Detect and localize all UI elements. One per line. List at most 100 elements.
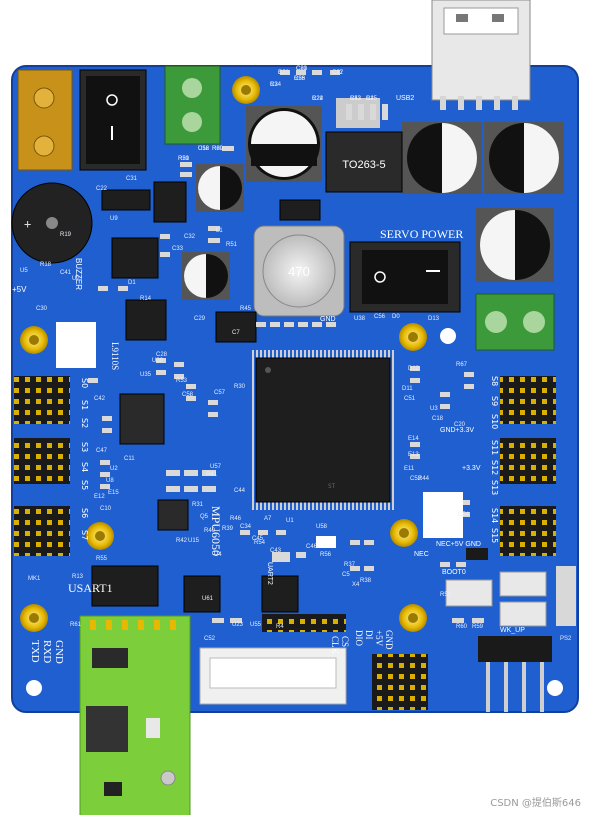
ref-designator: E15	[108, 490, 119, 496]
regulator-to263: TO263-5	[325, 98, 403, 193]
ref-designator: D12	[408, 366, 420, 372]
ref-designator: U2	[110, 466, 118, 472]
servo-s7: S7	[80, 530, 89, 540]
terminal-block-top	[164, 65, 221, 145]
ref-designator: C27	[332, 70, 344, 76]
ref-designator: C57	[214, 390, 226, 396]
ref-designator: E12	[94, 494, 105, 500]
ref-designator: U57	[210, 464, 222, 470]
mpu-label: MPU6050	[209, 506, 223, 556]
usart1-label: USART1	[68, 581, 113, 595]
ref-designator: U56	[198, 146, 210, 152]
ref-designator: R37	[344, 562, 356, 568]
ref-designator: C30	[36, 306, 48, 312]
servo-s13: S13	[490, 480, 499, 495]
servo-power-label: SERVO POWER	[380, 227, 463, 241]
ref-designator: R30	[234, 384, 246, 390]
ref-designator: U4	[214, 552, 222, 558]
power-switch	[79, 69, 147, 171]
ref-designator: E14	[408, 436, 419, 442]
pin-cs-label: CS	[340, 636, 350, 647]
buzzer-label: BUZZER	[74, 258, 83, 290]
servo-header-right	[500, 376, 556, 556]
ref-designator: C12	[198, 146, 210, 152]
support-ics	[91, 181, 321, 613]
ref-designator: C42	[94, 396, 106, 402]
nec-label: NEC	[414, 551, 429, 558]
ref-designator: U61	[202, 596, 214, 602]
pin-txd-label: TXD	[29, 640, 41, 663]
ref-designator: R25	[366, 96, 378, 102]
coxa-left-label: Coxa	[58, 325, 85, 337]
ref-designator: R14	[140, 296, 152, 302]
ref-designator: U2	[72, 276, 80, 282]
ref-designator: U38	[354, 316, 366, 322]
ref-designator: R54	[254, 540, 266, 546]
ref-designator: C54	[458, 512, 470, 518]
ref-designator: R4	[276, 624, 284, 630]
servo-s5: S5	[80, 480, 89, 490]
ref-designator: R53	[176, 378, 188, 384]
servo-s0: S0	[80, 378, 89, 388]
ref-designator: R69	[212, 146, 224, 152]
ref-designator: C7	[232, 330, 240, 336]
inductor-470: 470	[253, 225, 345, 317]
l9110-label: L9110S	[110, 342, 120, 370]
ref-designator: U15	[188, 538, 200, 544]
ref-designator: C11	[124, 456, 135, 462]
femur-left-label: Femur	[58, 339, 90, 351]
ref-designator: R46	[230, 516, 242, 522]
regulator-label: TO263-5	[342, 159, 385, 171]
ref-designator: U55	[250, 622, 262, 628]
ref-designator: C43	[270, 548, 282, 554]
ref-designator: C5	[342, 572, 350, 578]
gnd-3v3-label: GND+3.3V	[440, 427, 474, 434]
ref-designator: C52	[410, 476, 422, 482]
ref-designator: U23	[232, 622, 244, 628]
ref-designator: C46	[306, 544, 318, 550]
ref-designator: C43	[350, 96, 362, 102]
nec-row-label: NEC+5V GND	[436, 541, 481, 548]
ref-designator: C31	[126, 176, 138, 182]
femur-right-label: Femur	[425, 509, 457, 521]
ref-designator: D1	[128, 280, 136, 286]
ref-designator: U8	[106, 478, 114, 484]
uart2-label: UART2	[266, 562, 273, 585]
ref-designator: U9	[110, 216, 118, 222]
ref-designator: R55	[96, 556, 108, 562]
ref-designator: L1	[216, 228, 223, 234]
ref-designator: C22	[332, 70, 344, 76]
ref-designator: R56	[320, 552, 332, 558]
wireless-module	[79, 615, 191, 815]
ref-designator: X4	[352, 582, 360, 588]
servo-s12: S12	[490, 460, 499, 475]
tibia-left-label: Tibia	[58, 353, 82, 365]
tibia-right-label: Tibia	[425, 523, 449, 535]
pin-dio-label: DIO	[354, 630, 364, 646]
header-bottom-mid	[262, 614, 428, 710]
buzzer: +	[11, 182, 93, 264]
servo-s9: S9	[490, 396, 499, 406]
right-angle-header	[478, 636, 552, 712]
smd-components	[88, 70, 488, 623]
servo-power-switch: SERVO POWER	[349, 227, 463, 313]
silkscreen: Coxa Femur Tibia Coxa Femur Tibia MPU605…	[12, 95, 525, 664]
pin-5v-label: +5V	[374, 630, 384, 647]
ref-designator: R20	[212, 146, 224, 152]
ref-designator: C51	[404, 396, 416, 402]
ref-designator: C10	[100, 506, 112, 512]
ref-designator: C45	[252, 536, 264, 542]
ref-designator: C21	[296, 66, 308, 72]
servo-s3: S3	[80, 442, 89, 452]
svg-text:+: +	[24, 217, 31, 231]
ref-designator: U1	[286, 518, 294, 524]
ref-designator: R52	[350, 96, 362, 102]
ref-designator: C44	[234, 488, 246, 494]
servo-s2: S2	[80, 418, 89, 428]
servo-s4: S4	[80, 462, 89, 472]
ref-designator: PS2	[560, 636, 572, 642]
pin-clk-label: CLK	[330, 636, 340, 655]
ref-designator: U5	[20, 268, 28, 274]
gnd-top-label: GND	[320, 316, 336, 323]
